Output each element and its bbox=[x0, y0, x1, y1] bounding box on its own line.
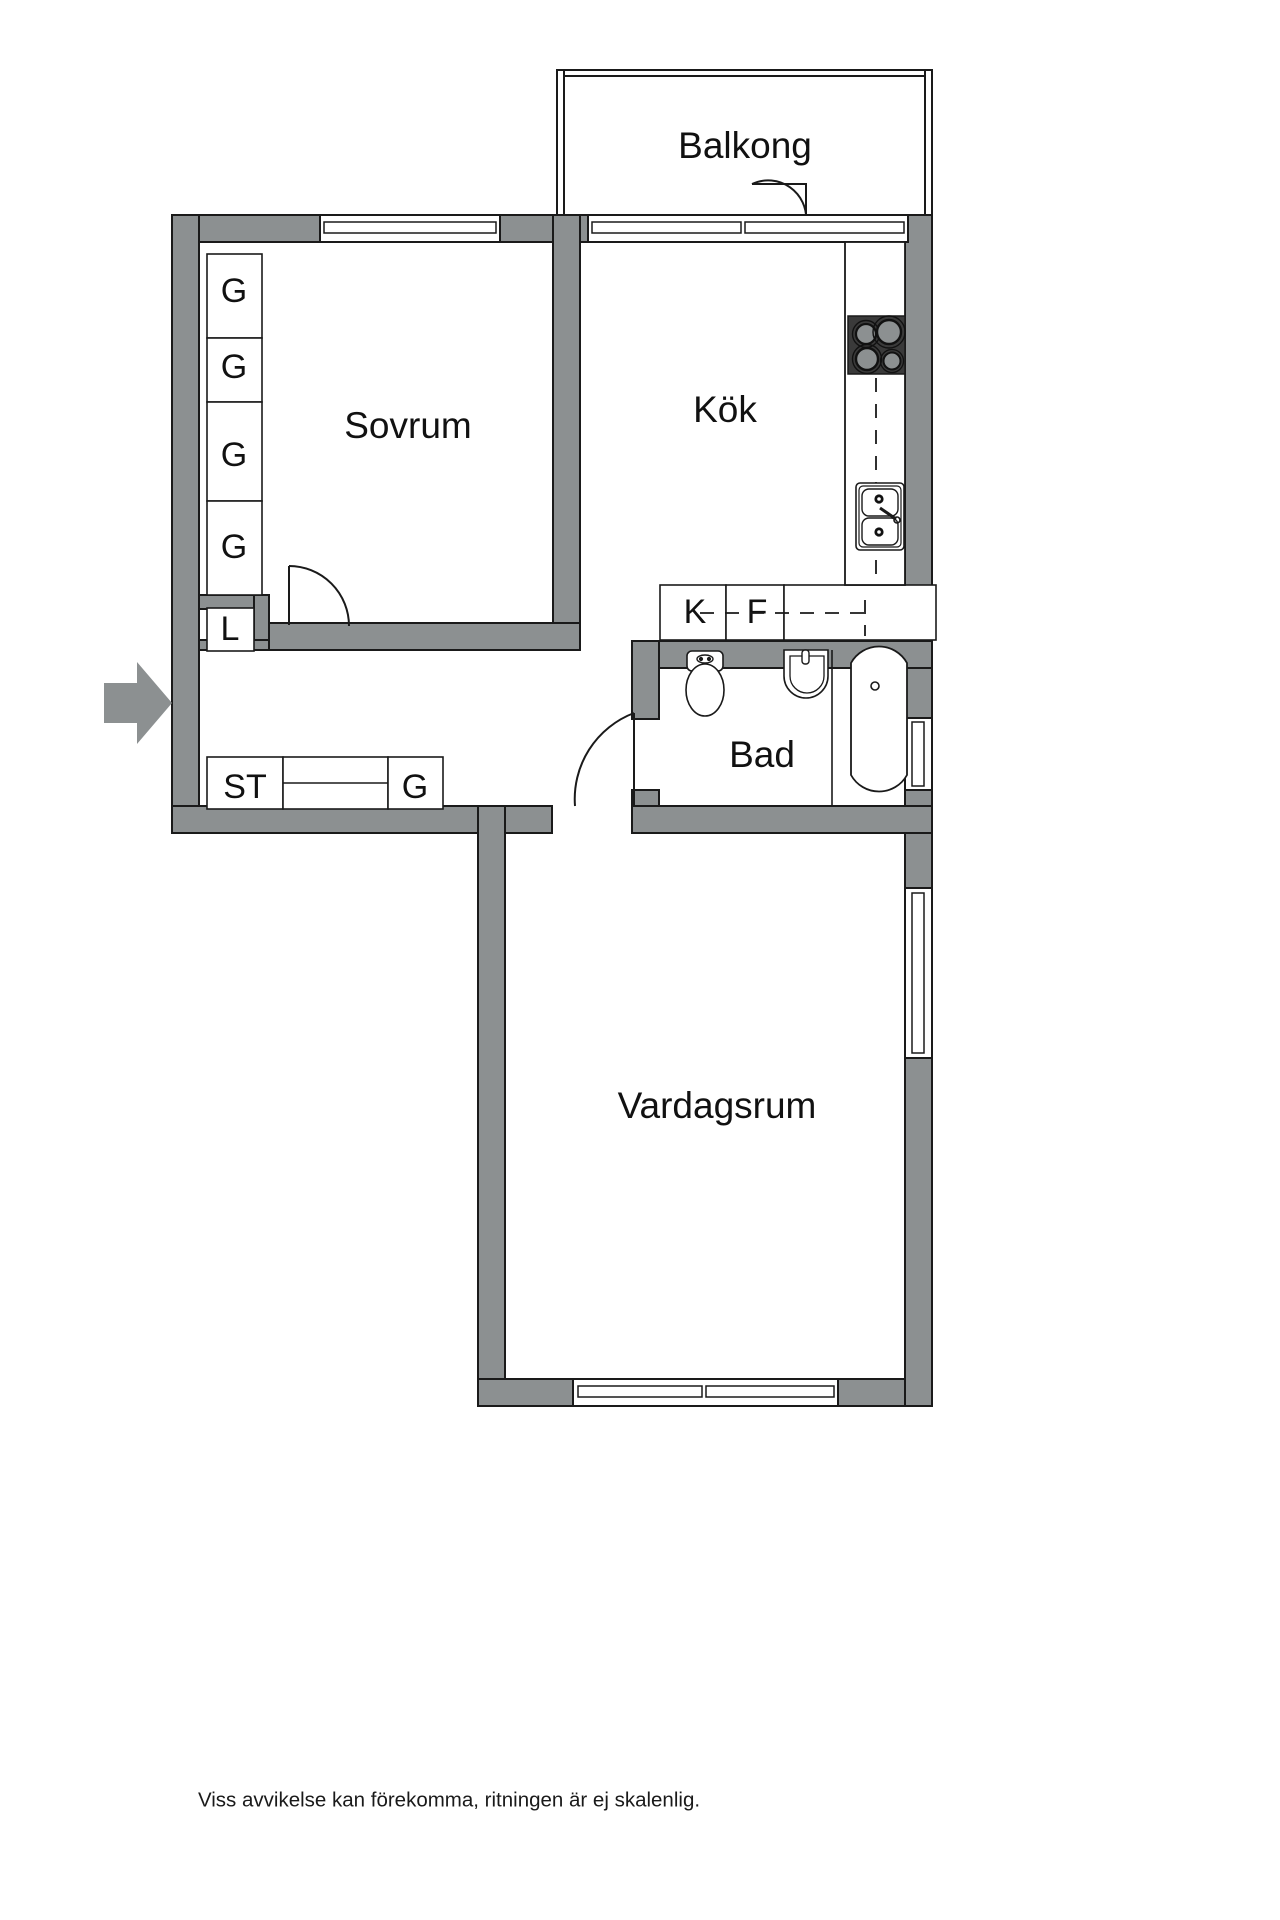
closet-box-g3 bbox=[206, 401, 263, 502]
room-label-kok: Kök bbox=[693, 389, 757, 430]
room-label-bad: Bad bbox=[729, 734, 795, 775]
kitchen-sink bbox=[855, 482, 905, 551]
windows-group bbox=[319, 214, 933, 1407]
bathroom-fixtures-visible bbox=[685, 645, 908, 806]
closet-label-g3: G bbox=[221, 436, 247, 474]
window-bathroom-east bbox=[904, 717, 933, 791]
wall-sovrum-south bbox=[253, 622, 581, 651]
closet-label-k: K bbox=[684, 593, 707, 631]
kitchen-fittings bbox=[844, 241, 906, 586]
closet-box-g1 bbox=[206, 253, 263, 339]
window-livingroom-east bbox=[904, 887, 933, 1059]
closet-label-g2: G bbox=[221, 348, 247, 386]
closet-box-g2 bbox=[206, 337, 263, 403]
entrance-direction-arrow bbox=[104, 662, 172, 744]
wall-structure bbox=[171, 214, 933, 1407]
balcony-wall-west bbox=[556, 69, 565, 223]
closet-label-l: L bbox=[221, 610, 240, 648]
closets-group: G G G G L ST G K F bbox=[206, 253, 937, 810]
bathroom-door-swing-arc bbox=[573, 712, 635, 807]
bathtub-icon bbox=[831, 645, 908, 806]
wash-basin-icon bbox=[783, 649, 829, 699]
wall-west-livingroom bbox=[477, 805, 506, 1407]
closet-label-f: F bbox=[747, 593, 768, 631]
room-label-sovrum: Sovrum bbox=[344, 405, 471, 446]
wall-partition-sovrum-kok bbox=[552, 214, 581, 651]
room-label-vardagsrum: Vardagsrum bbox=[618, 1085, 817, 1126]
wall-west-upper bbox=[171, 214, 200, 831]
toilet-icon-main bbox=[685, 650, 725, 717]
closet-label-st: ST bbox=[223, 768, 266, 806]
wall-bad-south bbox=[631, 805, 933, 834]
room-label-balkong: Balkong bbox=[678, 125, 812, 166]
window-bedroom-north bbox=[319, 214, 501, 243]
stove-cooktop bbox=[847, 315, 906, 375]
closet-box-g4 bbox=[206, 500, 263, 596]
closet-box-st bbox=[206, 756, 284, 810]
disclaimer-text: Viss avvikelse kan förekomma, ritningen … bbox=[198, 1788, 700, 1811]
doors-group bbox=[288, 565, 635, 807]
balcony-wall-north bbox=[556, 69, 933, 77]
window-livingroom-south bbox=[572, 1378, 839, 1407]
closet-box-l bbox=[206, 607, 255, 652]
window-kitchen-north bbox=[587, 214, 909, 243]
closet-label-g1: G bbox=[221, 272, 247, 310]
closet-label-g5: G bbox=[402, 768, 428, 806]
closet-label-g4: G bbox=[221, 528, 247, 566]
wall-bad-west-upper bbox=[631, 640, 660, 720]
bedroom-door-swing-arc bbox=[288, 565, 350, 627]
room-balkong: Balkong bbox=[556, 69, 933, 223]
closet-box-g5 bbox=[387, 756, 444, 810]
balcony-door-swing-arc bbox=[751, 179, 808, 223]
balcony-wall-east bbox=[924, 69, 933, 223]
